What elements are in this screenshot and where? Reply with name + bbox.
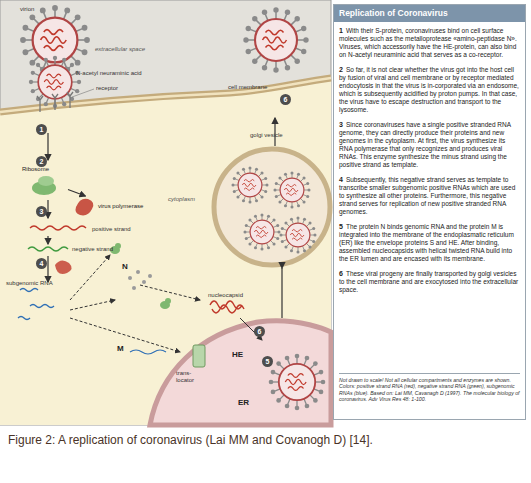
polymerase-body bbox=[76, 199, 94, 216]
node-label: Ribosome bbox=[22, 166, 49, 172]
step-paragraph: 4Subsequently, this negative strand serv… bbox=[339, 176, 520, 216]
panel-title: Replication of Coronavirus bbox=[334, 5, 525, 22]
flow-arrow bbox=[281, 268, 282, 318]
step-paragraph: 2So far, it is not clear whether the vir… bbox=[339, 66, 520, 114]
footnote-box: Not drawn to scale! Not all cellular com… bbox=[339, 373, 520, 417]
virion bbox=[269, 354, 326, 411]
figure-caption: Figure 2: A replication of coronavirus (… bbox=[8, 432, 523, 448]
flow-arrow bbox=[70, 318, 180, 352]
flow-arrow bbox=[47, 256, 48, 282]
step-text: The protein N binds genomic RNA and the … bbox=[339, 223, 514, 262]
ribosome-node: Ribosome bbox=[22, 166, 68, 196]
protein-label: M bbox=[117, 344, 124, 353]
virion bbox=[279, 216, 316, 253]
flow-arrow bbox=[140, 285, 200, 300]
flow-arrow bbox=[47, 200, 48, 218]
positive-strand bbox=[30, 226, 86, 230]
step-paragraph: 1With their S-protein, coronaviruses bin… bbox=[339, 27, 520, 59]
step-text: So far, it is not clear whether the viru… bbox=[339, 66, 519, 113]
virion bbox=[231, 166, 268, 203]
step-paragraph: 6These viral progeny are finally transpo… bbox=[339, 270, 520, 294]
part-label: receptor bbox=[96, 85, 118, 92]
footnote-text: Not drawn to scale! Not all cellular com… bbox=[339, 377, 520, 403]
region-label: extracellular space bbox=[95, 46, 145, 53]
step-text: Subsequently, this negative strand serve… bbox=[339, 176, 515, 215]
step-number: 3 bbox=[339, 121, 343, 128]
subgenomic-rna bbox=[18, 289, 54, 320]
part-label: N-acetyl neuraminic acid bbox=[76, 70, 142, 77]
virion bbox=[273, 171, 310, 208]
flow-arrow bbox=[70, 300, 115, 310]
callout-number: 2 bbox=[36, 156, 47, 167]
callout-number: 1 bbox=[36, 124, 47, 135]
polymerase-symbol bbox=[55, 260, 72, 274]
text-panel: Replication of Coronavirus 1With their S-… bbox=[333, 4, 526, 420]
callout-number: 5 bbox=[262, 356, 273, 367]
part-label: trans-locator bbox=[176, 370, 202, 384]
step-number: 4 bbox=[339, 176, 343, 183]
m-protein-rna bbox=[130, 350, 166, 354]
golgi-vesicle bbox=[214, 149, 330, 265]
callout-number: 6 bbox=[280, 94, 291, 105]
protein-label: HE bbox=[232, 350, 243, 359]
flow-arrow bbox=[47, 133, 48, 160]
step-number: 2 bbox=[339, 66, 343, 73]
region-label: cytoplasm bbox=[168, 196, 195, 203]
cytoplasm bbox=[0, 78, 331, 425]
step-paragraph: 5The protein N binds genomic RNA and the… bbox=[339, 223, 520, 263]
receptor-symbol bbox=[37, 92, 73, 112]
part-label: cell membrane bbox=[228, 84, 267, 91]
callout-number: 4 bbox=[36, 258, 47, 269]
virion bbox=[243, 7, 308, 72]
step-paragraph: 3Since coronaviruses have a single posit… bbox=[339, 121, 520, 169]
protein-label: N bbox=[122, 262, 128, 271]
translocator-symbol bbox=[193, 345, 205, 367]
polymerase-node: virus polymerase bbox=[74, 196, 156, 218]
step-text: These viral progeny are finally transpor… bbox=[339, 270, 518, 293]
step-number: 5 bbox=[339, 223, 343, 230]
step-text: With their S-protein, coronaviruses bind… bbox=[339, 27, 517, 58]
connector-arrow bbox=[68, 190, 85, 196]
part-label: subgenomic RNA bbox=[6, 280, 53, 287]
part-label: virion bbox=[20, 6, 34, 13]
part-label: positive strand bbox=[92, 226, 131, 233]
step-number: 6 bbox=[339, 270, 343, 277]
n-protein bbox=[128, 270, 152, 290]
part-label: nucleocapsid bbox=[208, 292, 243, 299]
protein-label: ER bbox=[238, 398, 249, 407]
extracellular-space bbox=[0, 0, 331, 425]
part-label: negative strand bbox=[72, 246, 113, 253]
callout-number: 6 bbox=[254, 326, 265, 337]
step-text: Since coronaviruses have a single positi… bbox=[339, 121, 511, 168]
callout-number: 3 bbox=[36, 206, 47, 217]
flow-arrow bbox=[47, 236, 48, 244]
leader-line bbox=[72, 89, 94, 97]
negative-strand bbox=[28, 247, 68, 251]
nucleocapsid-symbol bbox=[210, 301, 244, 313]
ribosome-small-subunit bbox=[38, 176, 54, 186]
endoplasmic-reticulum bbox=[150, 321, 331, 425]
panel-body: 1With their S-protein, coronaviruses bin… bbox=[334, 22, 525, 294]
virion bbox=[243, 213, 280, 250]
flow-arrow bbox=[70, 255, 110, 300]
step-number: 1 bbox=[339, 27, 343, 34]
node-label: virus polymerase bbox=[98, 203, 143, 209]
ribosome-symbol bbox=[160, 298, 171, 309]
part-label: golgi vesicle bbox=[250, 132, 283, 139]
